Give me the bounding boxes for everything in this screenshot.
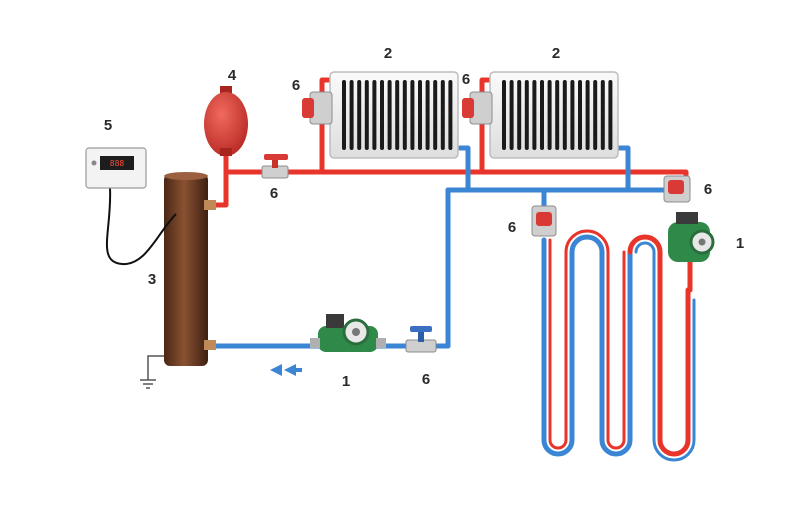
expansion-tank xyxy=(204,86,248,156)
control-unit-display: 888 xyxy=(110,159,125,168)
control-unit: 888 xyxy=(85,147,177,266)
electric-boiler xyxy=(140,172,216,389)
radiator-right-fins xyxy=(502,80,613,150)
label-electric-boiler: 3 xyxy=(148,271,156,288)
valve-floor-supply xyxy=(663,175,691,203)
radiator-left-fins xyxy=(342,80,453,150)
label-radiator-left: 2 xyxy=(384,45,392,62)
label-valve-return-pump: 6 xyxy=(422,371,430,388)
label-circulation-pump-main: 1 xyxy=(342,373,350,390)
radiator-right xyxy=(489,71,619,159)
valve-floor-return xyxy=(531,205,557,237)
ground-symbol xyxy=(140,355,164,389)
valve-return-pump xyxy=(405,326,437,353)
valve-radiator-left xyxy=(302,91,333,125)
underfloor-heating-loop xyxy=(541,229,696,462)
valve-supply-boiler xyxy=(261,154,289,179)
label-valve-floor-supply: 6 xyxy=(704,181,712,198)
label-control-unit: 5 xyxy=(104,117,112,134)
flow-direction-arrows xyxy=(270,364,302,376)
label-radiator-right: 2 xyxy=(552,45,560,62)
label-valve-floor-return: 6 xyxy=(508,219,516,236)
label-valve-radiator-left: 6 xyxy=(292,77,300,94)
circulation-pump-floor xyxy=(668,212,715,262)
label-valve-radiator-right: 6 xyxy=(462,71,470,88)
label-valve-supply-boiler: 6 xyxy=(270,185,278,202)
valve-radiator-right xyxy=(462,91,493,125)
circulation-pump-main xyxy=(310,314,386,352)
component-labels: 2 2 4 5 3 1 1 6 6 6 6 6 6 xyxy=(104,45,744,390)
label-expansion-tank: 4 xyxy=(228,67,237,84)
label-circulation-pump-floor: 1 xyxy=(736,235,744,252)
radiator-left xyxy=(329,71,459,159)
